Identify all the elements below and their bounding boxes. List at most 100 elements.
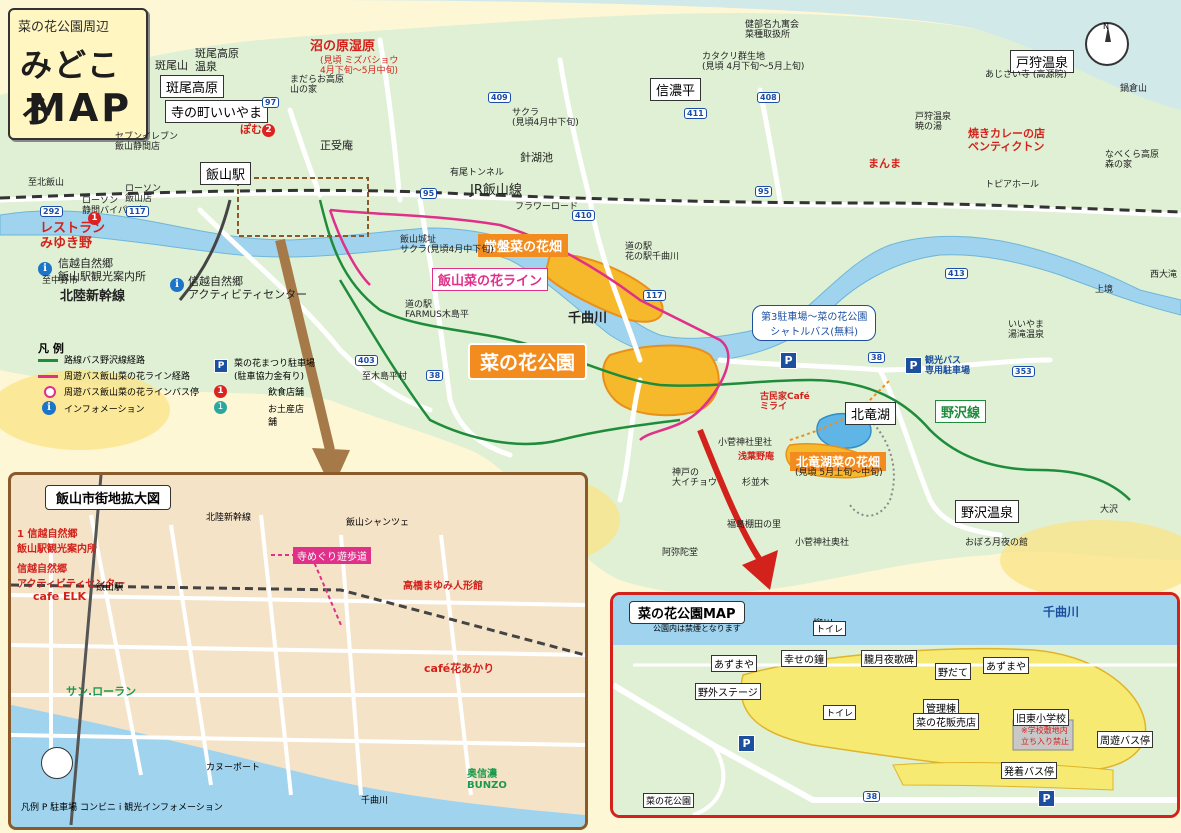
label-amida: 阿弥陀堂	[662, 548, 699, 558]
inset-park-kyu-sub: ※学校敷地内 立ち入り禁止	[1021, 726, 1069, 746]
route-badge: 292	[40, 206, 63, 217]
route-badge: 117	[643, 290, 666, 301]
label-kijimadaira: 至木島平村	[362, 372, 408, 382]
inset-park-subtitle: 公園内は禁煙となります	[653, 624, 741, 633]
label-madarao-yamanoie: まだらお高原 山の家	[290, 75, 345, 96]
label-oboro: おぼろ月夜の館	[965, 538, 1029, 548]
legend-item: インフォメーション	[64, 405, 145, 415]
label-tera-no-machi: 寺の町いいやま	[165, 100, 269, 123]
inset-city-chikumagawa: 千曲川	[361, 796, 389, 806]
inset-park-toilet1: トイレ	[813, 621, 847, 636]
label-kanko-bus: 観光バス 専用駐車場	[925, 356, 971, 377]
legend-line-pink	[38, 375, 58, 378]
label-shinano-daira: 信濃平	[650, 78, 702, 101]
shop-number-2: 2	[262, 124, 275, 137]
legend-item: 周遊バス飯山菜の花ラインバス停	[64, 388, 200, 398]
inset-park-nodate: 野だて	[935, 663, 971, 680]
inset-park-shiawase: 幸せの鐘	[781, 650, 827, 667]
label-madarao-onsen: 斑尾高原 温泉	[195, 47, 239, 73]
label-asabano: 浅葉野庵	[738, 452, 775, 462]
route-badge: 97	[262, 97, 280, 108]
route-badge: 403	[355, 355, 378, 366]
label-nozawa-onsen: 野沢温泉	[955, 500, 1020, 523]
label-numa-genshi-sub: (見頃 ミズバショウ 4月下旬〜5月中旬)	[320, 56, 399, 77]
inset-city-bunzo: 奥信濃 BUNZO	[467, 769, 507, 791]
label-kitaryuko: 北竜湖	[845, 402, 897, 425]
label-kitaiiyama: 至北飯山	[28, 178, 65, 188]
label-to-nakano: 至中野市	[42, 276, 79, 286]
inset-city-sanjite: 飯山シャンツェ	[346, 518, 410, 528]
inset-park: 菜の花公園MAP 公園内は禁煙となります 千曲川 柳川 あずまや 幸せの鐘 朧月…	[610, 592, 1180, 818]
label-madarao-yama: 斑尾山	[155, 59, 188, 72]
inset-city-title: 飯山市街地拡大図	[45, 485, 172, 510]
inset-city-iiyama-eki: 飯山駅	[96, 583, 124, 593]
inset-city-tera: 寺めぐり遊歩道	[293, 547, 371, 564]
label-furuneya: 古民家Café ミライ	[760, 392, 810, 413]
legend-item: 周遊バス飯山菜の花ライン経路	[64, 372, 191, 382]
route-badge: 38	[426, 370, 444, 381]
label-kamiyashiro: 小菅神社奥社	[795, 538, 850, 548]
label-restaurant: レストラン みゆき野	[40, 221, 106, 251]
label-lawson2: ローソン 静間バイパス店	[82, 196, 145, 217]
label-shinetsu-kanko: 信越自然郷 飯山駅観光案内所	[58, 257, 146, 283]
label-togari-onsen: 戸狩温泉	[1010, 50, 1075, 73]
parking-icon: P	[905, 357, 922, 374]
label-pomu: ぽむ	[240, 123, 262, 136]
label-ozawa: 大沢	[1100, 505, 1119, 515]
legend-line-green	[38, 359, 58, 362]
inset-city-kanko: 1 信越自然郷 飯山駅観光案内所	[17, 529, 97, 555]
route-badge: 117	[126, 206, 149, 217]
inset-park-shuyu-bus: 周遊バス停	[1097, 731, 1153, 748]
label-yakicurry: 焼きカレーの店 ベンティクトン	[968, 127, 1045, 153]
label-madarao-kogen: 斑尾高原	[160, 75, 225, 98]
legend-item: お土産店舗	[268, 405, 305, 428]
label-sugi: 杉並木	[742, 478, 770, 488]
label-kenbusan: 健部名九寓会 菜種取扱所	[745, 20, 800, 41]
shop-number-1: 1	[88, 212, 101, 225]
inset-park-yagai: 野外ステージ	[695, 683, 761, 700]
label-arita-tunnel: 有尾トンネル	[450, 168, 504, 178]
route-badge: 38	[868, 352, 886, 363]
route-badge: 410	[572, 210, 595, 221]
legend-item: 飲食店舗	[268, 388, 305, 398]
inset-park-azumaya1: あずまや	[711, 655, 757, 672]
label-katakuri: カタクリ群生地 (見頃 4月下旬〜5月上旬)	[702, 52, 805, 73]
title-line1: 菜の花公園周辺	[18, 20, 110, 35]
label-nabekura-kogen: なべくら高原 森の家	[1105, 150, 1160, 171]
label-lawson: ローソン 飯山店	[125, 184, 162, 205]
label-nabekura: 鍋倉山	[1120, 84, 1148, 94]
inset-city-sun-roran: サン.ローラン	[66, 685, 137, 698]
route-badge: 95	[755, 186, 773, 197]
inset-park-parking-icon: P	[738, 735, 755, 752]
label-nanohana-line: 飯山菜の花ライン	[432, 268, 549, 291]
label-hokuriku: 北陸新幹線	[60, 289, 126, 304]
title-line2: みどころ	[20, 46, 122, 130]
inset-park-route-badge: 38	[863, 791, 881, 802]
label-farmus: 道の駅 FARMUS木島平	[405, 300, 469, 321]
label-iiyama-station: 飯山駅	[200, 162, 252, 185]
label-nishio: 西大滝	[1150, 270, 1178, 280]
legend-title: 凡 例	[38, 342, 64, 355]
inset-park-hakko-bus: 発着バス停	[1001, 762, 1057, 779]
info-icon: i	[170, 278, 184, 292]
inset-city-compass-icon	[41, 747, 73, 779]
route-badge: 95	[420, 188, 438, 199]
inset-park-oborozuki: 朧月夜歌碑	[861, 650, 917, 667]
label-flower-road: フラワーロード	[515, 202, 579, 212]
route-badge: 408	[757, 92, 780, 103]
route-badge: 413	[945, 268, 968, 279]
label-nozawa-line: 野沢線	[935, 400, 987, 423]
inset-park-chikumagawa: 千曲川	[1043, 605, 1080, 619]
inset-park-parking-icon: P	[1038, 790, 1055, 807]
label-chikumagawa: 千曲川	[568, 311, 608, 326]
route-badge: 409	[488, 92, 511, 103]
label-togari-asu: 戸狩温泉 暁の湯	[915, 112, 952, 133]
inset-city-cafe-hana: café花あかり	[424, 662, 495, 675]
label-topia-hall: トピアホール	[985, 180, 1040, 190]
inset-park-toilet2: トイレ	[823, 705, 857, 720]
label-ajisai: あじさい寺 (高源院)	[985, 70, 1067, 80]
label-fukushima: 福島棚田の里	[727, 520, 782, 530]
compass-icon: N	[1085, 22, 1129, 66]
inset-park-azumaya2: あずまや	[983, 657, 1029, 674]
label-shuttle: 第3駐車場〜菜の花公園 シャトルバス(無料)	[752, 305, 877, 341]
